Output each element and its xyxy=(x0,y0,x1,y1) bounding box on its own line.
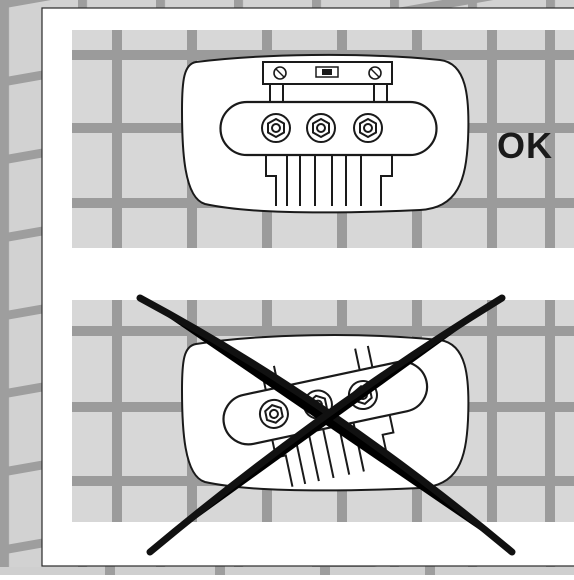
ok-label: OK xyxy=(497,125,553,166)
wall-grout-bottom xyxy=(0,566,574,575)
incorrect-installation-example xyxy=(72,294,574,556)
correct-installation-example xyxy=(72,30,574,248)
hex-outlet-icon xyxy=(261,113,383,143)
cross-mark-icon xyxy=(136,294,516,556)
spirit-level-icon xyxy=(262,61,393,85)
